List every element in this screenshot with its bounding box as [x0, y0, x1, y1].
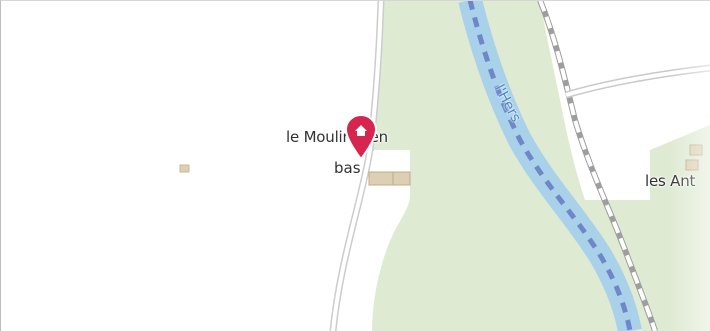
- place-label-main-line2[interactable]: bas: [334, 159, 361, 177]
- woodland-area-right: [650, 125, 710, 210]
- road-main-inner: [331, 0, 383, 331]
- building-mill-a: [368, 171, 394, 186]
- map-pin-icon: [344, 113, 378, 161]
- building-right-a: [689, 144, 703, 156]
- location-marker[interactable]: [344, 113, 378, 161]
- track-right-inner: [538, 0, 657, 331]
- building-small-left: [179, 164, 190, 173]
- river-centerline: [467, 0, 633, 331]
- building-right-b: [685, 159, 699, 171]
- place-label-right[interactable]: les Ant: [645, 172, 696, 190]
- building-mill-b: [392, 171, 411, 186]
